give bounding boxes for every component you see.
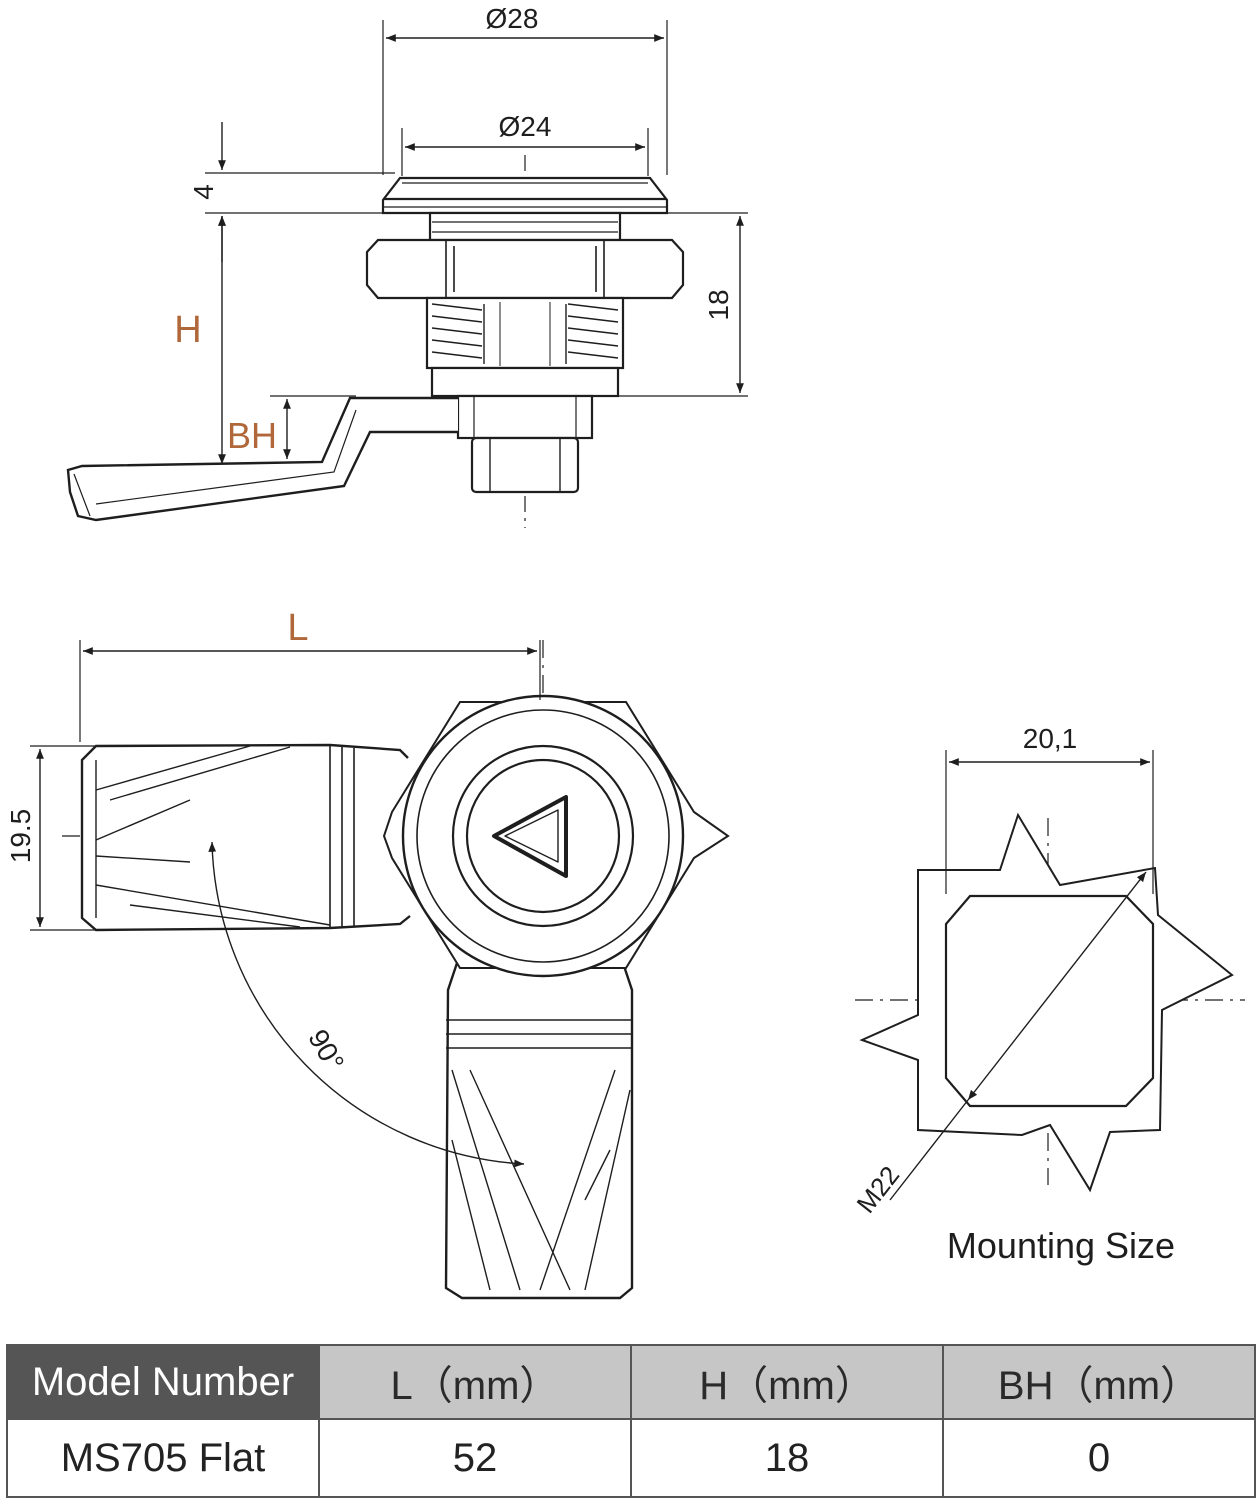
header-l: L（mm） bbox=[318, 1344, 632, 1420]
thread-label: M22 bbox=[851, 1160, 906, 1218]
table-row: MS705 Flat 52 18 0 bbox=[6, 1418, 1256, 1498]
h-label: H bbox=[174, 309, 201, 351]
cap-thickness-label: 4 bbox=[188, 184, 219, 200]
cell-model: MS705 Flat bbox=[6, 1418, 320, 1498]
mounting-hole bbox=[944, 894, 1155, 1108]
header-h: H（mm） bbox=[630, 1344, 944, 1420]
bh-label: BH bbox=[227, 415, 277, 456]
outer-diameter-label: Ø28 bbox=[486, 3, 539, 34]
mounting-view bbox=[855, 750, 1245, 1201]
technical-drawing: Ø28 Ø24 4 18 H BH bbox=[5, 3, 1245, 1305]
spec-header-row: Model Number L（mm） H（mm） BH（mm） bbox=[6, 1344, 1256, 1420]
threaded-body bbox=[425, 296, 625, 370]
body-height-label: 18 bbox=[703, 289, 734, 320]
side-view bbox=[66, 20, 748, 528]
length-label: L bbox=[287, 607, 308, 649]
triangle-arrow-icon bbox=[492, 795, 568, 878]
header-bh: BH（mm） bbox=[942, 1344, 1256, 1420]
spec-table: Model Number L（mm） H（mm） BH（mm） MS705 Fl… bbox=[6, 1344, 1256, 1498]
cell-h: 18 bbox=[630, 1418, 944, 1498]
hex-nut bbox=[365, 238, 685, 300]
inner-diameter-label: Ø24 bbox=[499, 111, 552, 142]
cam-lever bbox=[66, 396, 458, 522]
width-label: 19.5 bbox=[5, 809, 36, 864]
lever-vertical bbox=[444, 959, 634, 1300]
mounting-title: Mounting Size bbox=[947, 1225, 1175, 1266]
lock-cap-face bbox=[401, 694, 685, 978]
top-view bbox=[30, 640, 730, 1305]
lever-horizontal bbox=[80, 743, 411, 932]
bottom-nut bbox=[470, 436, 580, 494]
flat-width-label: 20,1 bbox=[1023, 723, 1078, 754]
cell-l: 52 bbox=[318, 1418, 632, 1498]
cell-bh: 0 bbox=[942, 1418, 1256, 1498]
header-model-number: Model Number bbox=[6, 1344, 320, 1420]
